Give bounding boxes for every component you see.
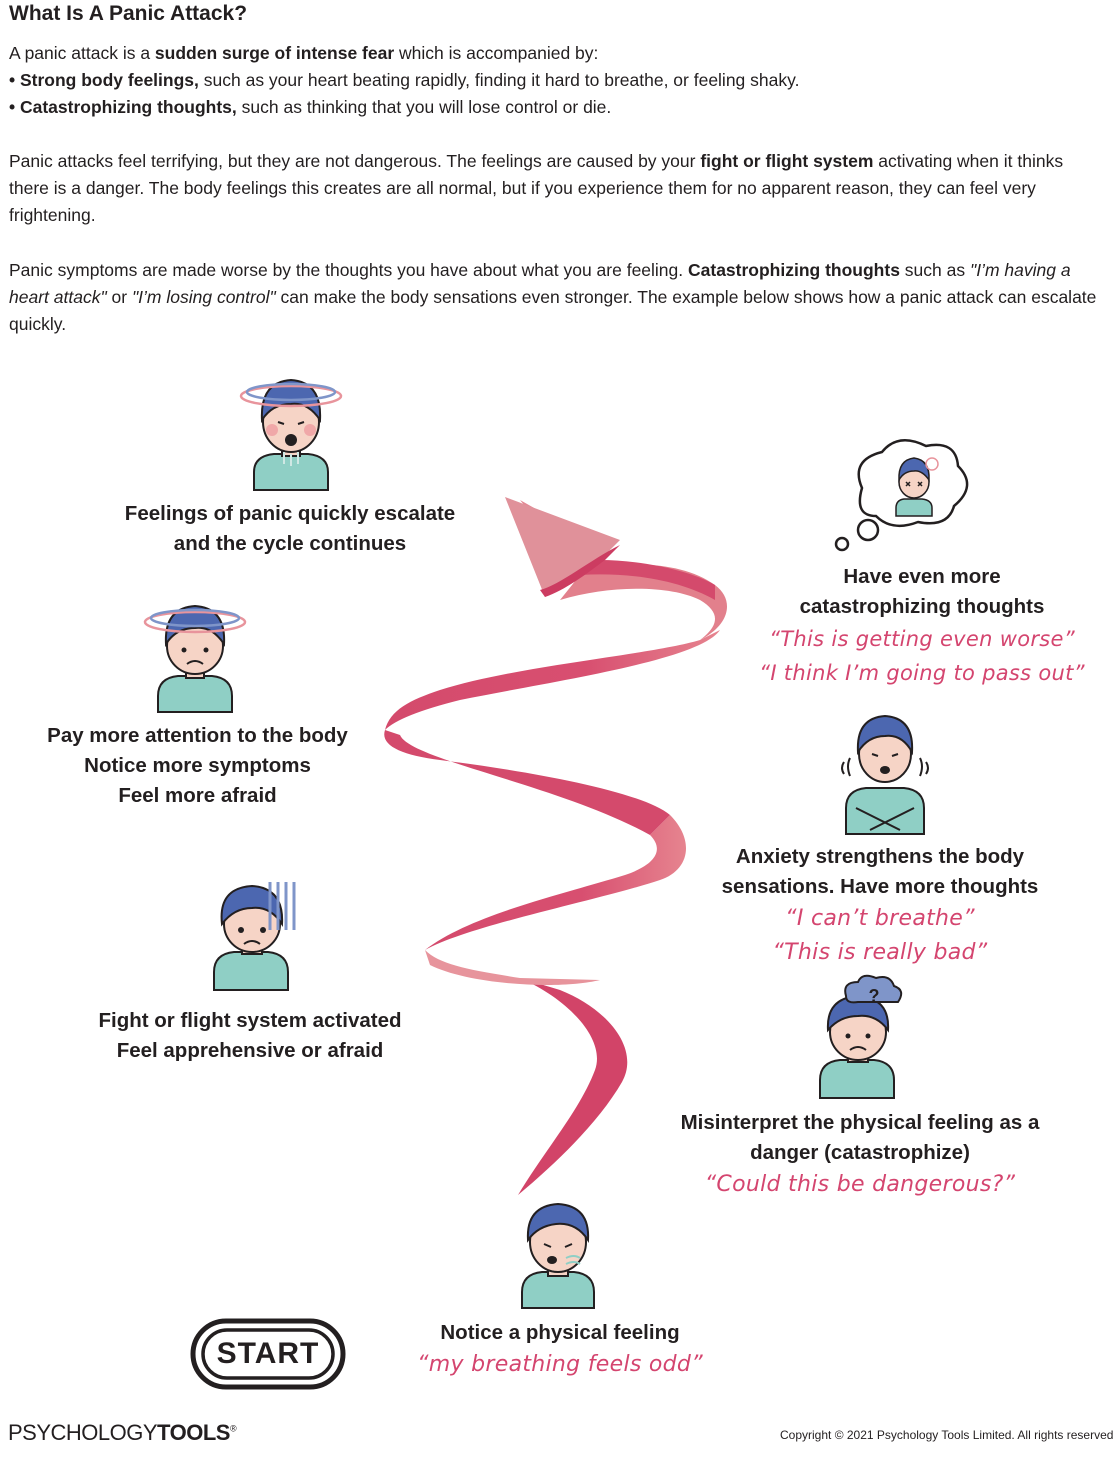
step-notice-physical-feeling: Notice a physical feeling “my breathing … <box>380 1318 740 1382</box>
step-quote: “I think I’m going to pass out” <box>759 661 1085 685</box>
step-more-catastrophizing: Have even more catastrophizing thoughts … <box>738 562 1106 690</box>
step-label: Fight or flight system activated <box>98 1009 402 1032</box>
face-breathing-icon <box>521 1202 595 1309</box>
step-label: sensations. Have more thoughts <box>721 875 1039 898</box>
step-quote: “This is really bad” <box>772 940 988 965</box>
step-label: and the cycle continues <box>173 532 407 555</box>
step-label: Notice more symptoms <box>84 754 311 777</box>
step-quote: “This is getting even worse” <box>769 627 1075 651</box>
intro-text: A panic attack is a <box>9 43 155 63</box>
step-label: Feel more afraid <box>118 784 277 807</box>
intro-quote: "I’m losing control" <box>131 287 276 307</box>
step-label: Feelings of panic quickly escalate <box>124 502 456 525</box>
brand-logo: PSYCHOLOGYTOOLS® <box>8 1420 237 1446</box>
face-dizzy-icon <box>143 604 247 713</box>
intro-text: such as <box>899 260 970 280</box>
step-pay-more-attention: Pay more attention to the body Notice mo… <box>10 721 385 811</box>
step-quote: “I can’t breathe” <box>785 906 975 931</box>
intro-text: or <box>106 287 132 307</box>
intro-emphasis: sudden surge of intense fear <box>154 43 395 63</box>
intro-text: can make the body sensations even strong… <box>9 287 1097 334</box>
bullet-body-feelings-text: such as your heart beating rapidly, find… <box>198 70 800 90</box>
intro-text: Panic attacks feel terrifying, but they … <box>9 151 701 171</box>
step-label: catastrophizing thoughts <box>799 595 1045 618</box>
step-misinterpret: Misinterpret the physical feeling as a d… <box>640 1108 1080 1202</box>
intro-text: which is accompanied by: <box>394 43 599 63</box>
face-question-cloud-icon: ? <box>819 974 903 1099</box>
spiral-ribbon <box>384 497 727 1195</box>
step-label: Pay more attention to the body <box>47 724 348 747</box>
intro-text: Panic symptoms are made worse by the tho… <box>9 260 688 280</box>
step-quote: “Could this be dangerous?” <box>704 1172 1016 1197</box>
step-label: Have even more <box>843 565 1001 588</box>
intro-paragraph-2: Panic attacks feel terrifying, but they … <box>9 148 1099 229</box>
page-title: What Is A Panic Attack? <box>9 2 248 25</box>
step-escalate: Feelings of panic quickly escalate and t… <box>90 499 490 559</box>
step-label: Misinterpret the physical feeling as a <box>680 1111 1040 1134</box>
step-label: Notice a physical feeling <box>440 1321 680 1344</box>
step-label: Anxiety strengthens the body <box>735 845 1025 868</box>
face-trembling-icon <box>841 714 929 835</box>
step-label: Feel apprehensive or afraid <box>116 1039 384 1062</box>
step-quote: “my breathing feels odd” <box>417 1352 703 1377</box>
start-label: START <box>216 1337 320 1370</box>
intro-emphasis: fight or flight system <box>700 151 874 171</box>
brand-text: PSYCHOLOGY <box>8 1420 158 1445</box>
copyright-notice: Copyright © 2021 Psychology Tools Limite… <box>780 1428 1113 1442</box>
intro-emphasis: Catastrophizing thoughts <box>688 260 900 280</box>
step-anxiety-strengthens: Anxiety strengthens the body sensations.… <box>680 842 1080 970</box>
bullet-catastrophizing-text: such as thinking that you will lose cont… <box>236 97 612 117</box>
start-badge-icon <box>190 1318 346 1390</box>
thought-bubble-dizzy-icon <box>834 439 969 552</box>
svg-text:?: ? <box>869 986 880 1006</box>
bullet-body-feelings-heading: • Strong body feelings, <box>9 70 199 90</box>
face-worried-lines-icon <box>213 882 296 991</box>
intro-paragraph-1: A panic attack is a sudden surge of inte… <box>9 40 1099 121</box>
intro-paragraph-3: Panic symptoms are made worse by the tho… <box>9 257 1099 338</box>
face-dizzy-panic-icon <box>239 378 343 491</box>
intro-text: activating when it thinks there is a dan… <box>9 151 1064 225</box>
brand-registered-mark: ® <box>229 1423 237 1434</box>
step-label: danger (catastrophize) <box>750 1141 970 1164</box>
intro-quote: "I’m having a heart attack" <box>9 260 1071 307</box>
bullet-catastrophizing-heading: • Catastrophizing thoughts, <box>9 97 237 117</box>
step-fight-or-flight: Fight or flight system activated Feel ap… <box>40 1006 460 1066</box>
brand-text-bold: TOOLS <box>157 1420 230 1445</box>
start-badge: START <box>190 1318 346 1390</box>
